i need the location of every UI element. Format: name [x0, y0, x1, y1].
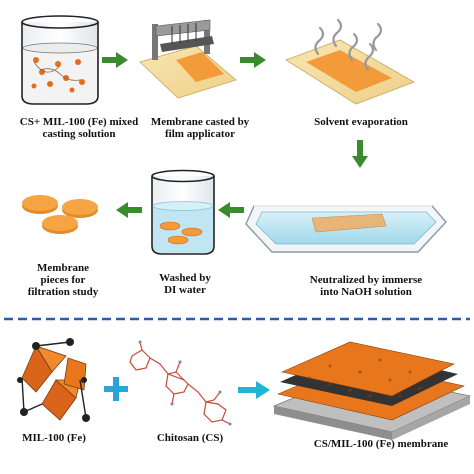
arrow-evaporation-to-neutralize [352, 140, 368, 168]
label-chitosan: Chitosan (CS) [156, 432, 224, 444]
beaker-mixed-solution-icon [21, 15, 99, 105]
label-mil-100: MIL-100 (Fe) [22, 432, 86, 444]
arrow-wash-to-pieces [116, 202, 142, 218]
label-membrane-pieces: Membrane pieces for filtration study [27, 262, 99, 298]
label-composite-membrane: CS/MIL-100 (Fe) membrane [313, 438, 449, 450]
label-washed: Washed by DI water [159, 272, 211, 296]
arrow-cast-to-evaporation [240, 52, 266, 68]
arrow-mixed-to-cast [102, 52, 128, 68]
arrow-neutralize-to-wash [218, 202, 244, 218]
label-mixed-solution: CS+ MIL-100 (Fe) mixed casting solution [19, 116, 139, 140]
composite-membrane-icon [272, 341, 472, 440]
membrane-pieces-icon [22, 195, 98, 234]
arrow-to-composite [238, 381, 270, 399]
evaporation-plate-icon [285, 18, 415, 105]
film-applicator-icon [139, 19, 237, 99]
label-membrane-cast: Membrane casted by film applicator [150, 116, 250, 140]
plus-icon [104, 377, 128, 401]
label-neutralized: Neutralized by immerse into NaOH solutio… [309, 274, 423, 298]
label-solvent-evaporation: Solvent evaporation [314, 116, 408, 128]
naoh-tray-icon [245, 205, 447, 253]
mil-100-structure-icon [17, 338, 90, 422]
chitosan-molecule-icon [129, 341, 231, 425]
beaker-di-water-icon [151, 169, 215, 255]
